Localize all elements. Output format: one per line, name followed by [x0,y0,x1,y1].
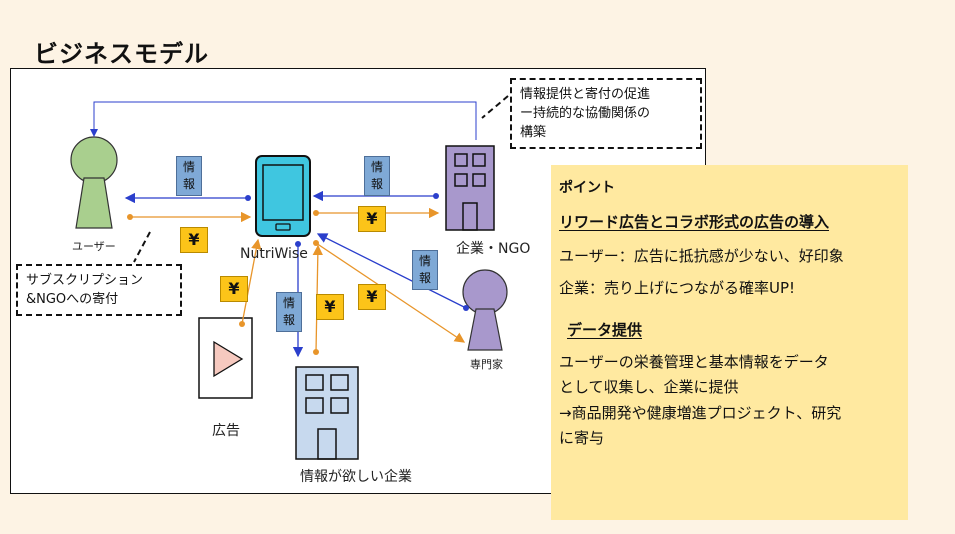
panel-section1-line: 企業：売り上げにつながる確率UP! [559,279,796,297]
blue-arrow-dots [245,193,469,311]
panel-section2-line: →商品開発や健康増進プロジェクト、研究 [559,404,842,422]
page-title: ビジネスモデル [34,40,209,68]
info-tag: 情報 [412,250,438,290]
yen-tag: ¥ [316,294,344,320]
panel-section2-line: に寄与 [559,429,605,447]
expert-figure [462,269,508,351]
panel-section1-title: リワード広告とコラボ形式の広告の導入 [559,213,830,231]
arrow-company-to-user-top [90,101,477,140]
expert-label: 専門家 [470,358,503,371]
yen-tag: ¥ [358,284,386,310]
company-ngo-label: 企業・NGO [456,241,531,257]
yen-tag: ¥ [220,276,248,302]
yen-tag: ¥ [180,227,208,253]
note-leaders [133,95,509,263]
panel-section2-title: データ提供 [567,321,643,339]
subscription-note: サブスクリプション&NGOへの寄付 [16,264,182,316]
user-label: ユーザー [72,240,116,253]
info-tag: 情報 [176,156,202,196]
points-panel: ポイント リワード広告とコラボ形式の広告の導入 ユーザー：広告に抵抗感が少ない、… [551,165,908,520]
collaboration-note: 情報提供と寄付の促進ー持続的な協働関係の構築 [510,78,702,149]
user-figure [70,136,118,229]
ad-play-icon [198,317,253,399]
panel-heading: ポイント [559,180,615,196]
data-company-building-icon [295,366,359,460]
panel-section2-line: ユーザーの栄養管理と基本情報をデータ [559,353,829,371]
info-tag: 情報 [276,292,302,332]
yen-tag: ¥ [358,206,386,232]
orange-arrow-dots [127,210,319,355]
app-label: NutriWise [240,246,308,262]
info-tag: 情報 [364,156,390,196]
data-company-label: 情報が欲しい企業 [300,469,412,485]
panel-section1-line: ユーザー：広告に抵抗感が少ない、好印象 [559,247,844,265]
ad-label: 広告 [212,423,240,439]
company-ngo-building-icon [445,145,495,231]
phone-icon [255,155,311,237]
panel-section2-line: として収集し、企業に提供 [559,378,739,396]
